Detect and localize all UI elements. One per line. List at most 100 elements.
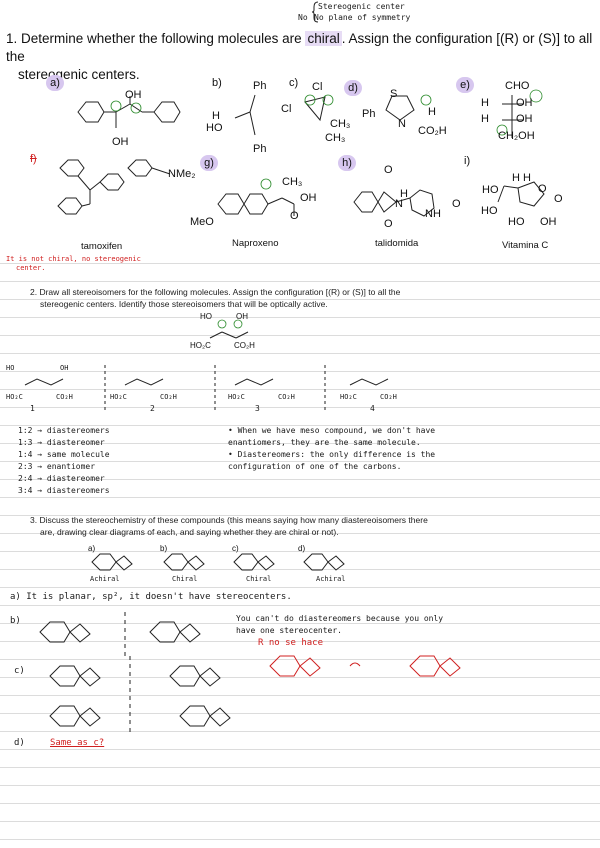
molecule-d-skeleton (385, 94, 432, 121)
mol-b-ph-bottom: Ph (253, 143, 267, 155)
mol-i-oh: OH (540, 216, 557, 228)
label-c: c) (289, 77, 299, 89)
mol-h-n: N (395, 198, 403, 210)
mol-i-ho1: HO (482, 184, 499, 196)
q1-number: 1. (6, 31, 18, 46)
mol-g-ch3: CH₃ (282, 176, 303, 188)
mol-g-oh: OH (300, 192, 317, 204)
q3-b-note-2: have one stereocenter. (236, 626, 342, 635)
iso-number-4: 4 (370, 404, 375, 413)
q3-line2: are, drawing clear diagrams of each, and… (40, 527, 339, 537)
q1-text-after: . Assign the configuration [(R) or (S)] … (6, 31, 593, 64)
mol-i-o1: O (538, 183, 547, 195)
header-note-line1: Stereogenic center (318, 2, 405, 11)
iso2-co2h: CO₂H (160, 393, 177, 401)
q2-note-4: configuration of one of the carbons. (228, 462, 402, 471)
q3-b-drawings (39, 612, 201, 657)
mol-i-hh: H H (512, 172, 531, 184)
q2-ho2c: HO₂C (190, 341, 211, 350)
q3-label-b: b) (160, 544, 168, 553)
label-b: b) (212, 77, 222, 89)
relation-2: 1:3 → diastereomer (18, 438, 105, 447)
mol-f-nme2: NMe₂ (168, 168, 196, 180)
mol-e-h1: H (481, 97, 489, 109)
molecule-f-skeleton (57, 159, 171, 215)
mol-g-o: O (290, 210, 299, 222)
mol-c-cl-left: Cl (281, 103, 292, 115)
q3-label-a: a) (88, 544, 96, 553)
molecule-b-skeleton (234, 94, 256, 136)
name-talidomida: talidomida (375, 238, 419, 249)
label-i: i) (464, 155, 471, 167)
mol-g-meo: MeO (190, 216, 214, 228)
mol-c-ch3-bottom: CH₃ (325, 132, 346, 144)
relation-3: 1:4 → same molecule (18, 450, 110, 459)
molecule-e-skeleton (496, 89, 543, 138)
mol-c-cl-top: Cl (312, 81, 323, 93)
q3-verdict-b: Chiral (172, 575, 198, 583)
f-note-line2: center. (16, 264, 46, 272)
header-note-line2: No plane of symmetry (314, 13, 411, 22)
iso-number-3: 3 (255, 404, 260, 413)
q3-label-d: d) (298, 544, 306, 553)
mol-d-co2h: CO₂H (418, 125, 447, 137)
label-d-badge: d) (344, 80, 362, 96)
mol-h-o3: O (452, 198, 461, 210)
iso3-ho2c: HO₂C (228, 393, 245, 401)
brace-icon (311, 1, 319, 23)
relation-4: 2:3 → enantiomer (18, 462, 96, 471)
name-naproxeno: Naproxeno (232, 238, 279, 249)
q3-line1: 3. Discuss the stereochemistry of these … (30, 515, 428, 525)
q3-compound-drawings (91, 553, 345, 571)
mol-h-h: H (400, 188, 408, 200)
mol-d-s: S (390, 88, 398, 100)
iso2-ho2c: HO₂C (110, 393, 127, 401)
mol-a-oh-top: OH (125, 89, 142, 101)
molecule-g-skeleton (217, 178, 295, 216)
iso1-ho2c: HO₂C (6, 393, 23, 401)
relation-1: 1:2 → diastereomers (18, 426, 110, 435)
iso1-co2h: CO₂H (56, 393, 73, 401)
q3-label-c: c) (232, 544, 239, 553)
mol-e-oh2: OH (516, 113, 533, 125)
q3-verdict-d: Achiral (316, 575, 346, 583)
q1-chiral-word: chiral (305, 31, 342, 46)
mol-i-o2: O (554, 193, 563, 205)
mol-d-h: H (428, 106, 436, 118)
question-3: 3. Discuss the stereochemistry of these … (30, 514, 428, 538)
q3-b-note-1: You can't do diastereomers because you o… (236, 614, 444, 623)
relation-6: 3:4 → diastereomers (18, 486, 110, 495)
mol-b-ho: HO (206, 122, 223, 134)
q2-ho: HO (200, 312, 212, 321)
header-note-prefix: No (298, 13, 308, 22)
molecule-c-skeleton (304, 94, 334, 122)
q3-c-red-drawings (269, 655, 461, 677)
mol-i-ho3: HO (508, 216, 525, 228)
mol-e-ch2oh: CH₂OH (498, 130, 535, 142)
q3-answer-d-label: d) (14, 738, 25, 748)
iso3-co2h: CO₂H (278, 393, 295, 401)
q3-c-red-note: R no se hace (258, 638, 324, 648)
q3-d-note: Same as c? (50, 738, 105, 748)
mol-i-ho2: HO (481, 205, 498, 217)
name-tamoxifen: tamoxifen (81, 241, 123, 252)
mol-a-oh-bottom: OH (112, 136, 129, 148)
label-a-badge: a) (46, 75, 64, 91)
mol-h-o1: O (384, 164, 393, 176)
q1-text-before: Determine whether the following molecule… (21, 31, 302, 46)
stereoisomers-drawings (24, 365, 389, 410)
question-2: 2. Draw all stereoisomers for the follow… (30, 286, 400, 310)
label-h-badge: h) (338, 155, 356, 171)
q3-verdict-a: Achiral (90, 575, 120, 583)
iso-number-1: 1 (30, 404, 35, 413)
q3-answer-c-label: c) (14, 666, 25, 676)
molecule-a-skeleton (77, 96, 181, 128)
q2-line1: 2. Draw all stereoisomers for the follow… (30, 287, 401, 297)
molecule-i-skeleton (497, 181, 545, 207)
mol-h-o2: O (384, 218, 393, 230)
iso1-ho: HO (6, 364, 15, 372)
q2-co2h: CO₂H (234, 341, 255, 350)
question-1: 1. Determine whether the following molec… (6, 30, 596, 84)
q2-note-3: • Diastereomers: the only difference is … (228, 450, 436, 459)
mol-d-ph: Ph (362, 108, 376, 120)
